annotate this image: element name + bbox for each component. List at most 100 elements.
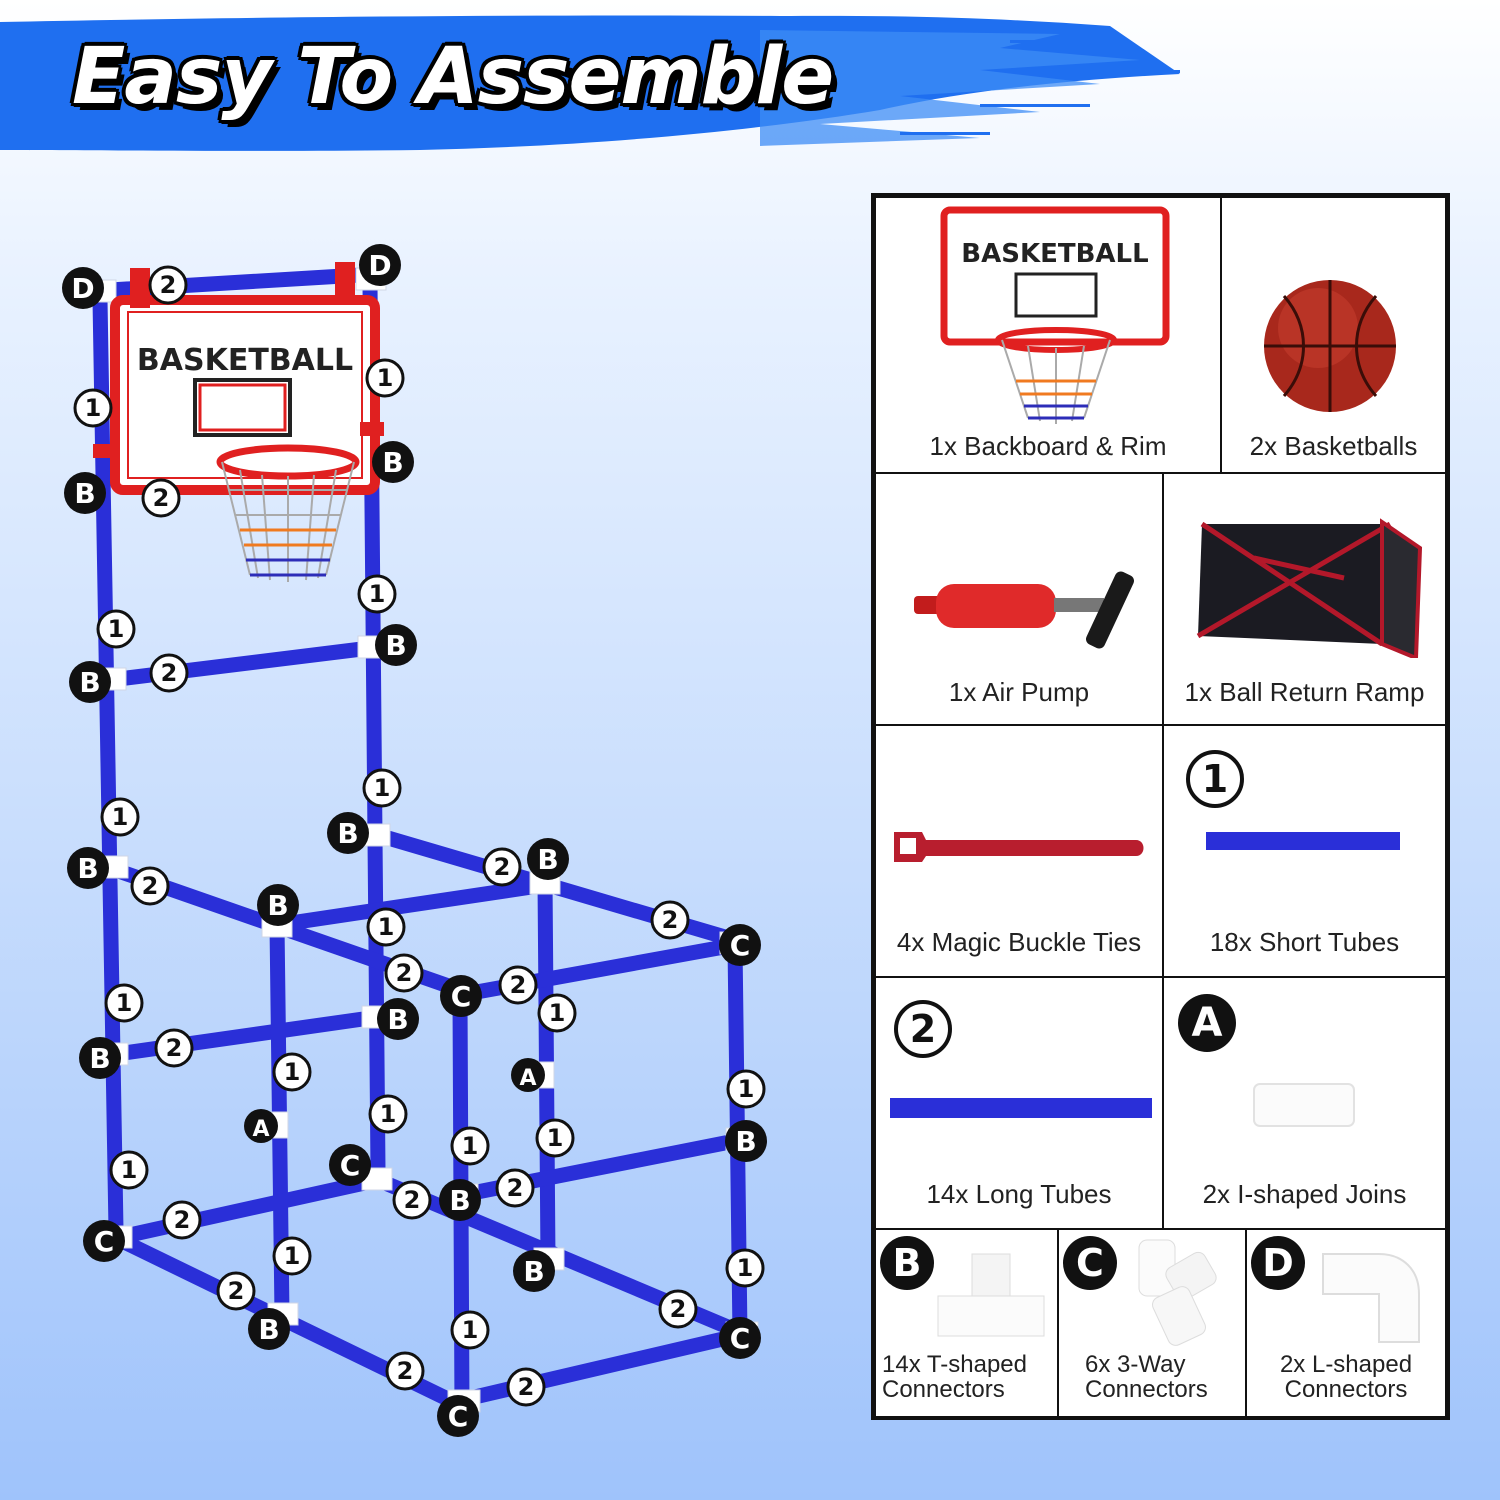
frame-badge-d xyxy=(359,244,401,286)
part-label-line1: 2x L-shaped xyxy=(1279,1351,1413,1378)
i-shaped-join-image xyxy=(1253,1083,1355,1127)
frame-badge-text: C xyxy=(448,1400,469,1433)
part-label: 2x Basketballs xyxy=(1249,431,1418,461)
frame-badge-one xyxy=(109,1150,149,1190)
part-label-line1: 6x 3-Way xyxy=(1085,1351,1186,1378)
frame-badge-one xyxy=(535,1118,575,1158)
frame-badge-one xyxy=(450,1310,490,1350)
frame-badge-two xyxy=(384,953,424,993)
frame-badge-text: 2 xyxy=(153,484,170,512)
frame-badge-one xyxy=(362,768,402,808)
frame-badge-b xyxy=(372,441,414,483)
frame-badge-two xyxy=(498,965,538,1005)
frame-badge-b xyxy=(377,998,419,1040)
part-label: 1x Ball Return Ramp xyxy=(1184,677,1425,707)
frame-badge-one xyxy=(96,609,136,649)
frame-badge-text: B xyxy=(79,666,100,699)
frame-badge-c xyxy=(329,1144,371,1186)
frame-badge-text: D xyxy=(368,249,391,282)
frame-badge-one xyxy=(272,1236,312,1276)
frame-badge-b xyxy=(248,1308,290,1350)
frame-badge-b xyxy=(79,1037,121,1079)
svg-text:BASKETBALL: BASKETBALL xyxy=(961,239,1148,269)
frame-badge-text: 2 xyxy=(160,271,177,299)
frame-badge-text: 1 xyxy=(737,1254,754,1282)
part-label: 2x I-shaped Joins xyxy=(1202,1179,1407,1209)
frame-badge-c xyxy=(719,924,761,966)
frame-badge-two xyxy=(154,1028,194,1068)
page-title: Easy To Assemble xyxy=(72,32,834,122)
frame-badge-text: B xyxy=(387,1003,408,1036)
part-label: 4x Magic Buckle Ties xyxy=(896,927,1142,957)
frame-badge-two xyxy=(392,1180,432,1220)
short-tube-image xyxy=(1206,832,1400,850)
frame-badge-text: B xyxy=(523,1255,544,1288)
frame-badge-text: 2 xyxy=(494,853,511,881)
frame-badge-one xyxy=(272,1052,312,1092)
frame-badge-text: 2 xyxy=(518,1373,535,1401)
frame-badge-b xyxy=(257,884,299,926)
rim-and-net xyxy=(216,444,360,582)
frame-badge-text: 1 xyxy=(116,989,133,1017)
frame-badge-text: 1 xyxy=(377,364,394,392)
frame-badge-two xyxy=(650,900,690,940)
badge-1: 1 xyxy=(1186,750,1244,808)
part-cell-t-shaped-connectors: B 14x T-shaped Connectors xyxy=(874,1228,1059,1418)
frame-badge-two xyxy=(495,1168,535,1208)
frame-badge-text: 2 xyxy=(228,1277,245,1305)
frame-badge-text: 1 xyxy=(738,1075,755,1103)
frame-badge-c xyxy=(437,1395,479,1437)
frame-badge-text: 2 xyxy=(161,659,178,687)
frame-badge-text: C xyxy=(730,1322,751,1355)
frame-badge-b xyxy=(527,838,569,880)
frame-badge-c xyxy=(440,975,482,1017)
part-cell-basketballs: 2x Basketballs xyxy=(1220,196,1447,474)
frame-badge-text: B xyxy=(449,1184,470,1217)
frame-badge-text: B xyxy=(385,629,406,662)
frame-badge-text: B xyxy=(735,1125,756,1158)
frame-badge-text: 1 xyxy=(380,1100,397,1128)
title-banner-brush xyxy=(0,15,1180,151)
frame-badge-one xyxy=(104,983,144,1023)
frame-badge-text: B xyxy=(382,446,403,479)
frame-badge-two xyxy=(162,1200,202,1240)
frame-badge-text: B xyxy=(74,477,95,510)
frame-badge-text: 2 xyxy=(174,1206,191,1234)
frame-badge-two xyxy=(149,653,189,693)
frame-badge-text: 2 xyxy=(397,1357,414,1385)
frame-badge-text: 1 xyxy=(85,394,102,422)
frame-badge-text: B xyxy=(537,843,558,876)
frame-badge-b xyxy=(67,847,109,889)
part-label: 1x Air Pump xyxy=(948,677,1090,707)
frame-badge-text: 1 xyxy=(378,913,395,941)
badge-2: 2 xyxy=(894,1000,952,1058)
frame-badge-one xyxy=(450,1126,490,1166)
frame-badge-b xyxy=(69,661,111,703)
frame-badge-text: 2 xyxy=(396,959,413,987)
frame-badge-c xyxy=(83,1220,125,1262)
frame-badge-text: 2 xyxy=(166,1034,183,1062)
frame-badge-text: B xyxy=(267,889,288,922)
frame-badge-text: 1 xyxy=(121,1156,138,1184)
part-cell-long-tubes: 2 14x Long Tubes xyxy=(874,976,1164,1230)
ball-return-ramp-image xyxy=(1196,518,1423,658)
frame-badge-text: C xyxy=(451,980,472,1013)
frame-badge-text: A xyxy=(252,1117,269,1142)
frame-badge-one xyxy=(357,574,397,614)
frame-badge-one xyxy=(366,907,406,947)
frame-badge-b xyxy=(375,624,417,666)
backboard-rim-image: BASKETBALL xyxy=(940,206,1170,424)
frame-badge-b xyxy=(327,812,369,854)
part-label: 18x Short Tubes xyxy=(1209,927,1400,957)
frame-badge-text: 2 xyxy=(670,1295,687,1323)
part-cell-three-way-connectors: C 6x 3-Way Connectors xyxy=(1057,1228,1247,1418)
badge-a: A xyxy=(1178,994,1236,1052)
backboard: BASKETBALL xyxy=(93,262,384,495)
frame-badge-one xyxy=(365,358,405,398)
frame-badge-text: 1 xyxy=(549,999,566,1027)
frame-badge-text: B xyxy=(337,817,358,850)
badge-c: C xyxy=(1063,1236,1117,1290)
basketball-image xyxy=(1264,280,1396,412)
